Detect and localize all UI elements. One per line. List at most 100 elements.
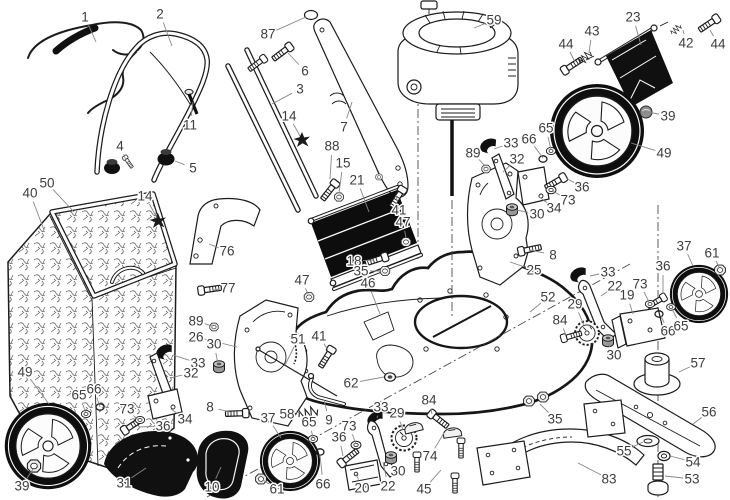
callout-57: 57 xyxy=(678,354,707,373)
svg-text:25: 25 xyxy=(526,263,541,278)
svg-text:14: 14 xyxy=(137,189,153,204)
svg-text:21: 21 xyxy=(349,173,364,188)
part-mulch-cover xyxy=(104,431,199,497)
part-handle-knobs xyxy=(104,88,199,174)
callout-29: 29 xyxy=(388,404,406,431)
svg-text:65: 65 xyxy=(71,388,86,403)
svg-text:33: 33 xyxy=(190,356,205,371)
callout-65: 65 xyxy=(70,386,88,414)
svg-text:42: 42 xyxy=(678,36,693,51)
callout-33: 33 xyxy=(493,134,520,152)
callout-2: 2 xyxy=(155,5,173,47)
callout-36: 36 xyxy=(654,257,672,294)
callout-31: 31 xyxy=(115,467,147,492)
callout-73: 73 xyxy=(340,417,358,445)
callout-37: 37 xyxy=(675,237,694,267)
svg-text:46: 46 xyxy=(360,276,375,291)
part-bolt-6 xyxy=(269,40,296,64)
callout-42: 42 xyxy=(677,29,695,52)
part-nut-47 xyxy=(400,237,412,247)
part-cap-87 xyxy=(303,9,319,21)
svg-text:32: 32 xyxy=(183,366,198,381)
svg-text:35: 35 xyxy=(353,264,368,279)
callout-44: 44 xyxy=(709,29,727,53)
callout-33: 33 xyxy=(172,354,207,372)
svg-text:88: 88 xyxy=(324,139,339,154)
svg-text:36: 36 xyxy=(155,419,170,434)
svg-text:11: 11 xyxy=(183,118,197,133)
svg-text:29: 29 xyxy=(567,297,582,312)
part-wheel-bracket-left xyxy=(118,322,250,437)
svg-text:35: 35 xyxy=(547,412,562,427)
callout-19: 19 xyxy=(618,286,636,315)
callout-53: 53 xyxy=(664,470,701,488)
callout-22: 22 xyxy=(600,277,624,297)
callout-84: 84 xyxy=(551,311,569,336)
svg-text:73: 73 xyxy=(632,277,647,292)
svg-text:61: 61 xyxy=(269,482,284,497)
svg-text:44: 44 xyxy=(558,37,574,52)
svg-text:50: 50 xyxy=(39,176,54,191)
svg-text:15: 15 xyxy=(335,156,350,171)
part-door-hardware xyxy=(558,12,723,77)
callout-88: 88 xyxy=(323,137,341,180)
callout-14: 14 xyxy=(136,187,158,219)
part-engine-bracket-left xyxy=(233,299,308,427)
callout-9: 9 xyxy=(323,399,334,429)
callout-65: 65 xyxy=(300,413,318,438)
part-wheel-rear-left xyxy=(5,403,91,489)
svg-text:41: 41 xyxy=(391,203,406,218)
svg-text:83: 83 xyxy=(601,472,616,487)
callout-49: 49 xyxy=(16,363,50,405)
callout-39: 39 xyxy=(647,107,677,125)
part-debris-shield xyxy=(476,399,645,486)
callout-22: 22 xyxy=(379,461,397,495)
svg-text:9: 9 xyxy=(325,413,333,428)
callout-73: 73 xyxy=(631,275,650,303)
svg-text:49: 49 xyxy=(17,365,32,380)
svg-text:73: 73 xyxy=(341,419,356,434)
svg-text:73: 73 xyxy=(560,193,575,208)
callout-23: 23 xyxy=(624,8,642,46)
svg-text:41: 41 xyxy=(311,329,326,344)
svg-text:36: 36 xyxy=(655,259,670,274)
callout-54: 54 xyxy=(669,453,702,471)
callout-36: 36 xyxy=(330,428,348,457)
part-blade-adapter-57 xyxy=(633,352,681,396)
part-star-knob-14 xyxy=(293,132,310,147)
callout-41: 41 xyxy=(310,327,329,351)
svg-text:30: 30 xyxy=(390,464,405,479)
svg-text:84: 84 xyxy=(552,313,568,328)
svg-text:89: 89 xyxy=(188,314,203,329)
callout-21: 21 xyxy=(348,171,370,213)
callout-30: 30 xyxy=(205,335,223,365)
svg-text:39: 39 xyxy=(14,479,29,494)
svg-text:29: 29 xyxy=(389,406,404,421)
svg-text:30: 30 xyxy=(606,348,621,363)
svg-text:77: 77 xyxy=(220,281,235,296)
svg-text:55: 55 xyxy=(616,444,631,459)
svg-text:51: 51 xyxy=(290,332,305,347)
part-nut-15 xyxy=(334,192,344,202)
svg-text:52: 52 xyxy=(540,290,555,305)
callout-47: 47 xyxy=(394,213,412,239)
callout-30: 30 xyxy=(515,205,546,223)
svg-text:33: 33 xyxy=(600,265,615,280)
svg-text:73: 73 xyxy=(119,402,134,417)
callout-30: 30 xyxy=(605,342,623,364)
part-bail-control-bar xyxy=(27,21,145,114)
callout-30: 30 xyxy=(389,458,407,480)
svg-text:4: 4 xyxy=(116,139,124,154)
callout-61: 61 xyxy=(703,244,721,268)
callout-1: 1 xyxy=(80,8,97,43)
svg-text:49: 49 xyxy=(656,146,671,161)
callout-8: 8 xyxy=(529,246,558,264)
part-nut-39b xyxy=(26,459,42,473)
callout-77: 77 xyxy=(212,279,237,297)
callout-50: 50 xyxy=(38,174,75,213)
svg-text:53: 53 xyxy=(684,472,699,487)
callout-15: 15 xyxy=(334,154,352,194)
callout-47: 47 xyxy=(293,271,311,295)
